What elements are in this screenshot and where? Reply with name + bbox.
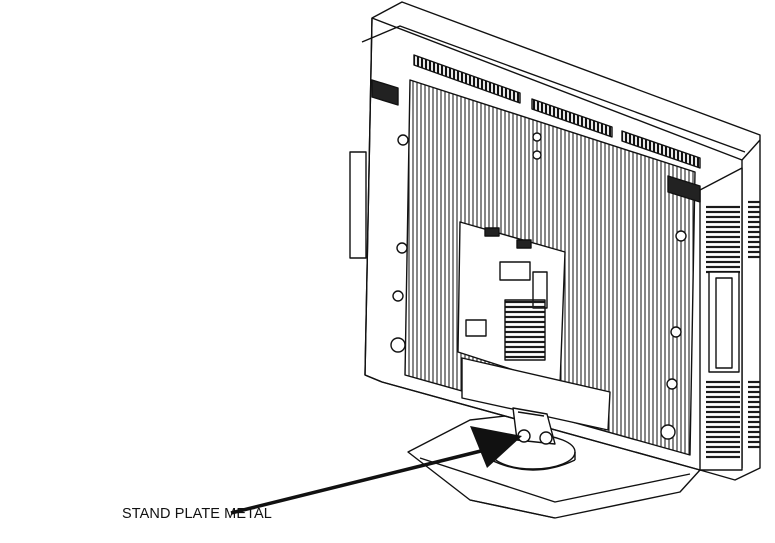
stand-neck (512, 407, 556, 445)
tv-rear-body (349, 1, 761, 481)
callout-arrow (230, 426, 522, 515)
callout-label: STAND PLATE METAL (122, 506, 272, 522)
screw-holes (390, 132, 687, 440)
